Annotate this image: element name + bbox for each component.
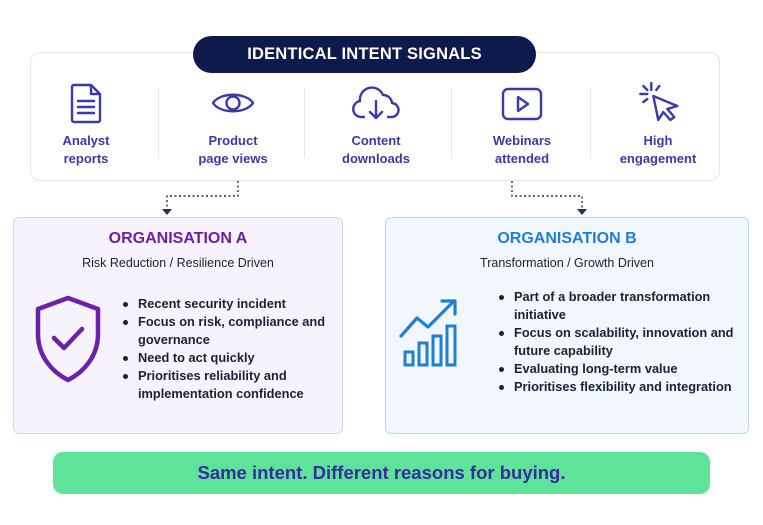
signal-content-downloads: Content downloads — [328, 82, 424, 172]
org-a-title: ORGANISATION A — [108, 230, 248, 247]
list-item: Part of a broader transformation initiat… — [499, 288, 754, 324]
divider — [158, 88, 159, 158]
list-item: Evaluating long-term value — [499, 360, 754, 378]
divider — [451, 88, 452, 158]
list-item: Focus on risk, compliance and governance — [123, 313, 348, 349]
divider — [304, 88, 305, 158]
signal-analyst-reports: Analyst reports — [38, 82, 134, 172]
document-icon — [69, 82, 103, 129]
list-item: Need to act quickly — [123, 349, 348, 367]
org-b-title: ORGANISATION B — [497, 230, 637, 247]
signal-label: High engagement — [619, 133, 697, 166]
signals-title: IDENTICAL INTENT SIGNALS — [193, 36, 536, 73]
cursor-click-icon — [637, 80, 683, 129]
organisation-a-card: ORGANISATION A Risk Reduction / Resilien… — [13, 217, 343, 434]
cloud-download-icon — [351, 84, 401, 127]
signal-label: Webinars attended — [492, 133, 552, 166]
org-b-points: Part of a broader transformation initiat… — [496, 288, 754, 396]
list-item: Focus on scalability, innovation and fut… — [499, 324, 754, 360]
bottom-banner: Same intent. Different reasons for buyin… — [53, 452, 710, 494]
signal-webinars-attended: Webinars attended — [474, 82, 570, 172]
video-play-icon — [500, 86, 544, 127]
organisation-b-card: ORGANISATION B Transformation / Growth D… — [385, 217, 749, 434]
list-item: Prioritises reliability and implementati… — [123, 367, 348, 403]
growth-chart-icon — [398, 296, 464, 375]
signal-high-engagement: High engagement — [606, 80, 710, 172]
signal-product-page-views: Product page views — [183, 82, 283, 172]
signal-label: Content downloads — [342, 133, 410, 166]
list-item: Prioritises flexibility and integration — [499, 378, 754, 396]
eye-icon — [210, 88, 256, 123]
org-a-points: Recent security incident Focus on risk, … — [120, 295, 348, 403]
signal-label: Product page views — [198, 133, 268, 166]
org-a-subtitle: Risk Reduction / Resilience Driven — [82, 256, 274, 270]
list-item: Recent security incident — [123, 295, 348, 313]
connectors — [162, 181, 587, 215]
signal-label: Analyst reports — [62, 133, 110, 166]
shield-check-icon — [32, 294, 104, 391]
divider — [590, 88, 591, 158]
org-b-subtitle: Transformation / Growth Driven — [480, 256, 654, 270]
